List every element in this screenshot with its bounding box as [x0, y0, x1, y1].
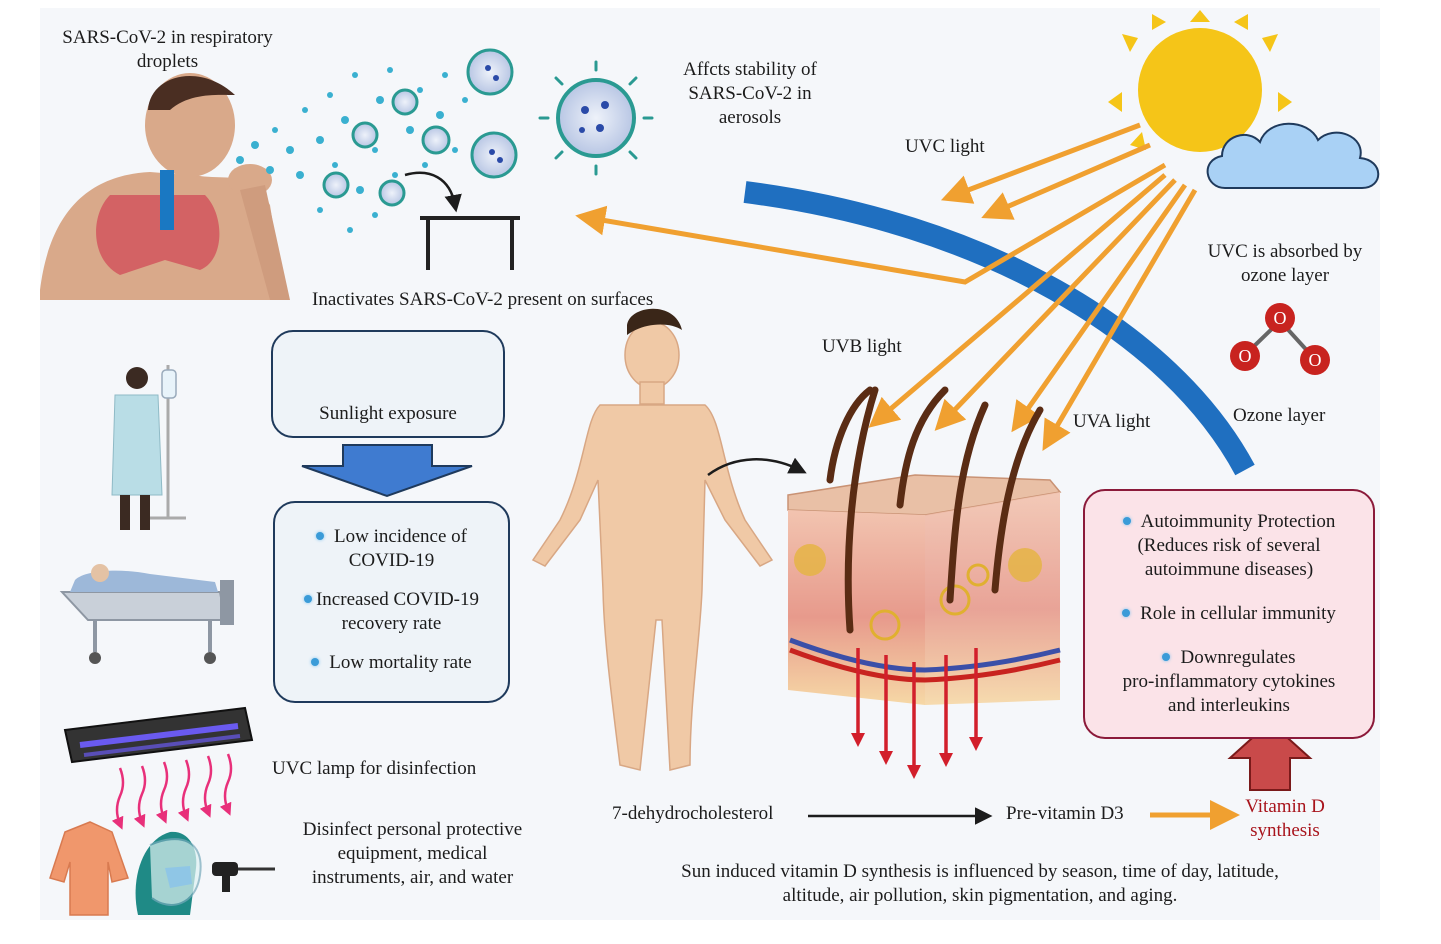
red-penetration-arrows [851, 648, 983, 779]
body-to-skin-arrow [707, 457, 807, 477]
table-icon [420, 216, 520, 270]
immunity-item: Downregulates pro-inflammatory cytokines… [1122, 647, 1336, 716]
outcome-item: Increased COVID-19 recovery rate [275, 588, 508, 636]
ozone-band [743, 181, 1255, 476]
hospital-bed-icon [59, 564, 234, 664]
dehydrocholesterol-label: 7-dehydrocholesterol [612, 803, 774, 824]
sun-icon [1108, 10, 1292, 152]
previtamin-d3-label: Pre-vitamin D3 [1006, 803, 1124, 824]
footer-note: Sun induced vitamin D synthesis is influ… [681, 861, 1279, 906]
uvb-light-label: UVB light [822, 336, 902, 357]
human-body-icon [531, 321, 774, 771]
face-shield-icon [135, 831, 202, 915]
bullet-icon [1122, 608, 1131, 617]
ozone-layer-label: Ozone layer [1233, 405, 1326, 426]
immunity-item: Autoimmunity Protection (Reduces risk of… [1085, 510, 1373, 582]
ozone-atom-label: O [1308, 350, 1322, 370]
bullet-icon [311, 657, 320, 666]
respiratory-droplets [236, 67, 468, 233]
coughing-man-icon [40, 73, 290, 300]
ppe-gown-icon [49, 821, 129, 916]
ozone-atom-label: O [1238, 346, 1252, 366]
endoscope-icon [212, 862, 275, 892]
droplet-to-surface-arrow [404, 171, 462, 213]
bullet-icon [303, 594, 312, 603]
ozone-molecule-icon [1230, 303, 1330, 375]
uv-arrows [575, 122, 1240, 830]
sunlight-exposure-label: Sunlight exposure [319, 403, 457, 424]
cloud-icon [1206, 122, 1380, 189]
virus-icon [322, 48, 654, 207]
immunity-box: Autoimmunity Protection (Reduces risk of… [1083, 489, 1375, 739]
ozone-atom-label: O [1273, 308, 1287, 328]
uvc-lamp-icon [63, 706, 254, 764]
uvc-light-label: UVC light [905, 136, 985, 157]
immunity-item: Role in cellular immunity [1085, 602, 1373, 626]
outcome-item: Low mortality rate [275, 651, 508, 675]
iv-patient-icon [111, 365, 186, 530]
bullet-icon [316, 531, 325, 540]
human-hair [627, 308, 682, 335]
vitd-to-immunity-arrow [1227, 720, 1313, 791]
outcome-item: Low incidence of COVID-19 [275, 525, 508, 573]
covid-outcomes-box: Low incidence of COVID-19 Increased COVI… [273, 501, 510, 703]
uvc-lamp-label: UVC lamp for disinfection [272, 758, 477, 779]
uva-light-label: UVA light [1073, 411, 1151, 432]
sunlight-exposure-box: Sunlight exposure [271, 330, 505, 438]
sunlight-to-outcomes-arrow [301, 444, 473, 498]
bullet-icon [1162, 652, 1171, 661]
skin-cross-section-icon [787, 386, 1062, 705]
surfaces-label: Inactivates SARS-CoV-2 present on surfac… [312, 289, 654, 310]
uvc-rays [111, 753, 233, 830]
bullet-icon [1122, 516, 1131, 525]
